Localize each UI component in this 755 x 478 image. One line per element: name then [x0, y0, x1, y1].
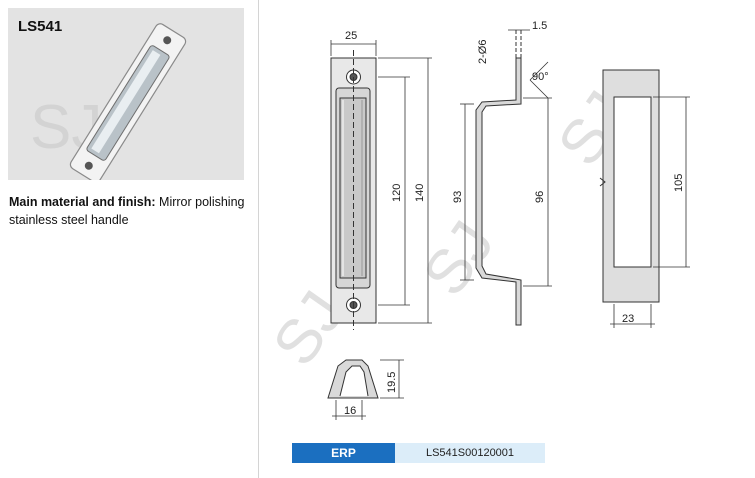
dim-depth-96: 96	[534, 191, 546, 203]
material-label: Main material and finish:	[9, 195, 156, 209]
product-photo-panel: SJ LS541	[8, 8, 244, 183]
material-description: Main material and finish: Mirror polishi…	[9, 193, 254, 229]
dim-depth-93: 93	[452, 191, 464, 203]
dim-length-120: 120	[391, 184, 403, 202]
dim-hole-2-phi6: 2-Ø6	[477, 40, 489, 64]
side-view	[475, 30, 522, 326]
front-view	[330, 50, 377, 330]
erp-bar: ERP LS541S00120001	[292, 443, 545, 463]
erp-code: LS541S00120001	[395, 443, 545, 463]
front-dimensions	[330, 40, 432, 324]
side-dimensions	[460, 29, 552, 287]
dim-width-16: 16	[344, 405, 356, 417]
watermark-group: SJ SJ SJ	[260, 79, 643, 378]
material-text: Mirror polishing stainless steel handle	[9, 195, 245, 227]
dim-width-25: 25	[345, 30, 357, 42]
dim-thickness-1-5: 1.5	[532, 20, 547, 32]
dim-cutout-23: 23	[622, 313, 634, 325]
svg-text:SJ: SJ	[410, 209, 508, 308]
dim-height-19-5: 19.5	[386, 372, 398, 393]
erp-label: ERP	[292, 443, 395, 463]
dim-angle-90: 90°	[532, 71, 549, 83]
handle-photo: SJ	[30, 23, 187, 183]
model-title: LS541	[18, 18, 63, 35]
technical-drawing: SJ SJ SJ 25 120 140 1	[260, 20, 690, 420]
panel-divider	[258, 0, 259, 478]
dim-length-140: 140	[414, 184, 426, 202]
end-view	[327, 359, 379, 399]
cutout-dimensions	[610, 96, 690, 328]
cutout-view	[599, 69, 660, 303]
end-dimensions	[332, 359, 404, 420]
dim-cutout-105: 105	[673, 174, 685, 192]
